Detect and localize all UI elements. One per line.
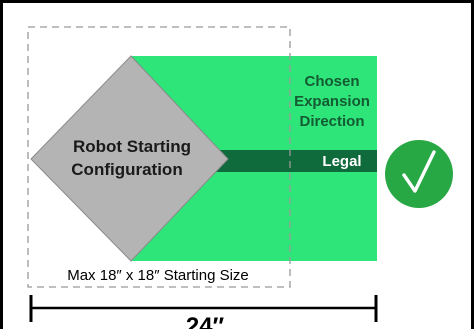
- width-label: 24″: [186, 313, 225, 329]
- robot-label-line-2: Configuration: [71, 160, 182, 179]
- checkmark-icon: [385, 140, 453, 208]
- expansion-label-line-1: Chosen: [304, 73, 359, 90]
- max-size-caption: Max 18″ x 18″ Starting Size: [67, 267, 249, 284]
- robot-label-line-1: Robot Starting: [73, 137, 191, 156]
- expansion-label-line-2: Expansion: [294, 93, 370, 110]
- width-dimension-line: [29, 295, 378, 322]
- expansion-label-line-3: Direction: [299, 113, 364, 130]
- legal-band: [205, 150, 377, 172]
- robot-starting-configuration: [30, 55, 229, 262]
- max-starting-size-boundary: [27, 26, 291, 288]
- legal-label: Legal: [322, 153, 361, 170]
